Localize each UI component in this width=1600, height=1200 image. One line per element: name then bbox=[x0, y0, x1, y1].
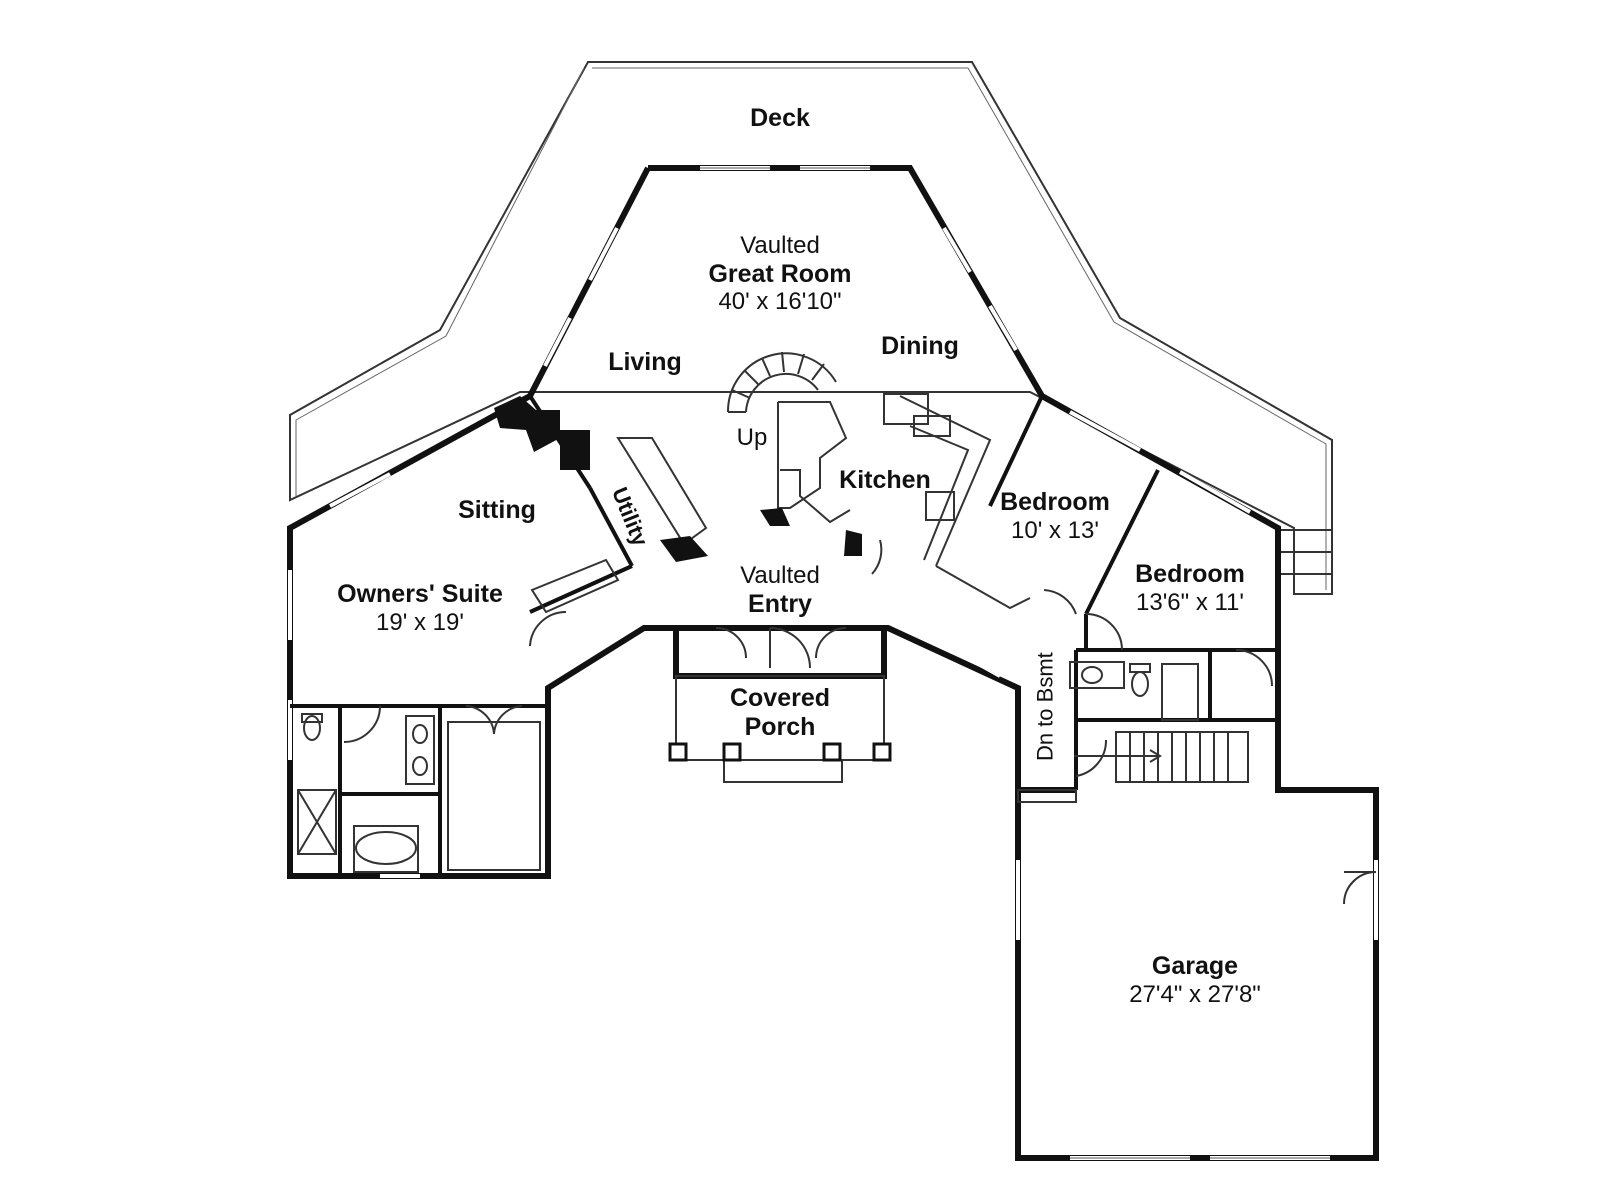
living-title: Living bbox=[608, 348, 682, 376]
owners-suite-dims: 19' x 19' bbox=[376, 608, 464, 636]
stairs-up-label: Up bbox=[722, 424, 782, 452]
deck-steps bbox=[1278, 529, 1332, 575]
entry-prefix: Vaulted bbox=[740, 562, 820, 589]
deck-inner-line bbox=[592, 67, 1327, 590]
dining-title: Dining bbox=[881, 332, 959, 360]
bedroom-1-dims: 10' x 13' bbox=[1011, 516, 1099, 544]
deck-inner-line-left bbox=[295, 67, 585, 496]
porch bbox=[675, 675, 885, 783]
garage-label: Garage 27'4" x 27'8" bbox=[1090, 952, 1300, 1008]
owners-bath-fixtures bbox=[297, 713, 541, 873]
garage-step bbox=[1017, 789, 1077, 803]
owners-suite-title: Owners' Suite bbox=[337, 580, 503, 608]
door-swings bbox=[343, 539, 1377, 905]
bedroom-1-title: Bedroom bbox=[1000, 488, 1110, 516]
bedroom-1-label: Bedroom 10' x 13' bbox=[980, 488, 1130, 544]
exterior-walls bbox=[287, 165, 1379, 1161]
entry-title: Entry bbox=[748, 589, 812, 618]
great-room-label: Vaulted Great Room 40' x 16'10" bbox=[660, 232, 900, 316]
bedroom-2-dims: 13'6" x 11' bbox=[1136, 588, 1244, 616]
deck-label: Deck bbox=[700, 104, 860, 133]
great-room-dims: 40' x 16'10" bbox=[718, 288, 842, 316]
window-sash-lines bbox=[700, 167, 1330, 1159]
bedroom-2-label: Bedroom 13'6" x 11' bbox=[1110, 560, 1270, 616]
great-room-prefix: Vaulted bbox=[740, 232, 820, 259]
dining-label: Dining bbox=[855, 332, 985, 361]
garage-title: Garage bbox=[1151, 952, 1239, 980]
spiral-stair bbox=[726, 351, 837, 413]
kitchen-title: Kitchen bbox=[839, 466, 931, 494]
kitchen-counters bbox=[777, 393, 1031, 610]
kitchen-label: Kitchen bbox=[820, 466, 950, 495]
great-room-title: Great Room bbox=[708, 259, 852, 288]
hall-bath-fixtures bbox=[1069, 661, 1199, 721]
porch-line2: Porch bbox=[744, 712, 816, 741]
utility-cabinets bbox=[530, 437, 708, 614]
garage-dims: 27'4" x 27'8" bbox=[1129, 980, 1261, 1008]
porch-label: Covered Porch bbox=[700, 684, 860, 742]
basement-stairs bbox=[1074, 731, 1249, 783]
stairs-up-text: Up bbox=[736, 424, 768, 451]
stairs-down-label: Dn to Bsmt bbox=[1032, 637, 1057, 777]
bedroom-2-title: Bedroom bbox=[1135, 560, 1245, 588]
fireplace bbox=[494, 396, 590, 470]
porch-columns bbox=[668, 742, 892, 762]
deck-outline bbox=[289, 61, 1333, 595]
living-label: Living bbox=[580, 348, 710, 377]
stairs-down-text: Dn to Bsmt bbox=[1032, 652, 1058, 762]
kitchen-wall-blocks bbox=[660, 508, 862, 562]
owners-suite-label: Owners' Suite 19' x 19' bbox=[310, 580, 530, 636]
sitting-label: Sitting bbox=[432, 496, 562, 525]
window-marks bbox=[288, 166, 1378, 1160]
porch-line1: Covered bbox=[729, 684, 831, 712]
entry-label: Vaulted Entry bbox=[700, 562, 860, 618]
deck-title: Deck bbox=[750, 104, 810, 132]
sitting-title: Sitting bbox=[458, 496, 536, 524]
